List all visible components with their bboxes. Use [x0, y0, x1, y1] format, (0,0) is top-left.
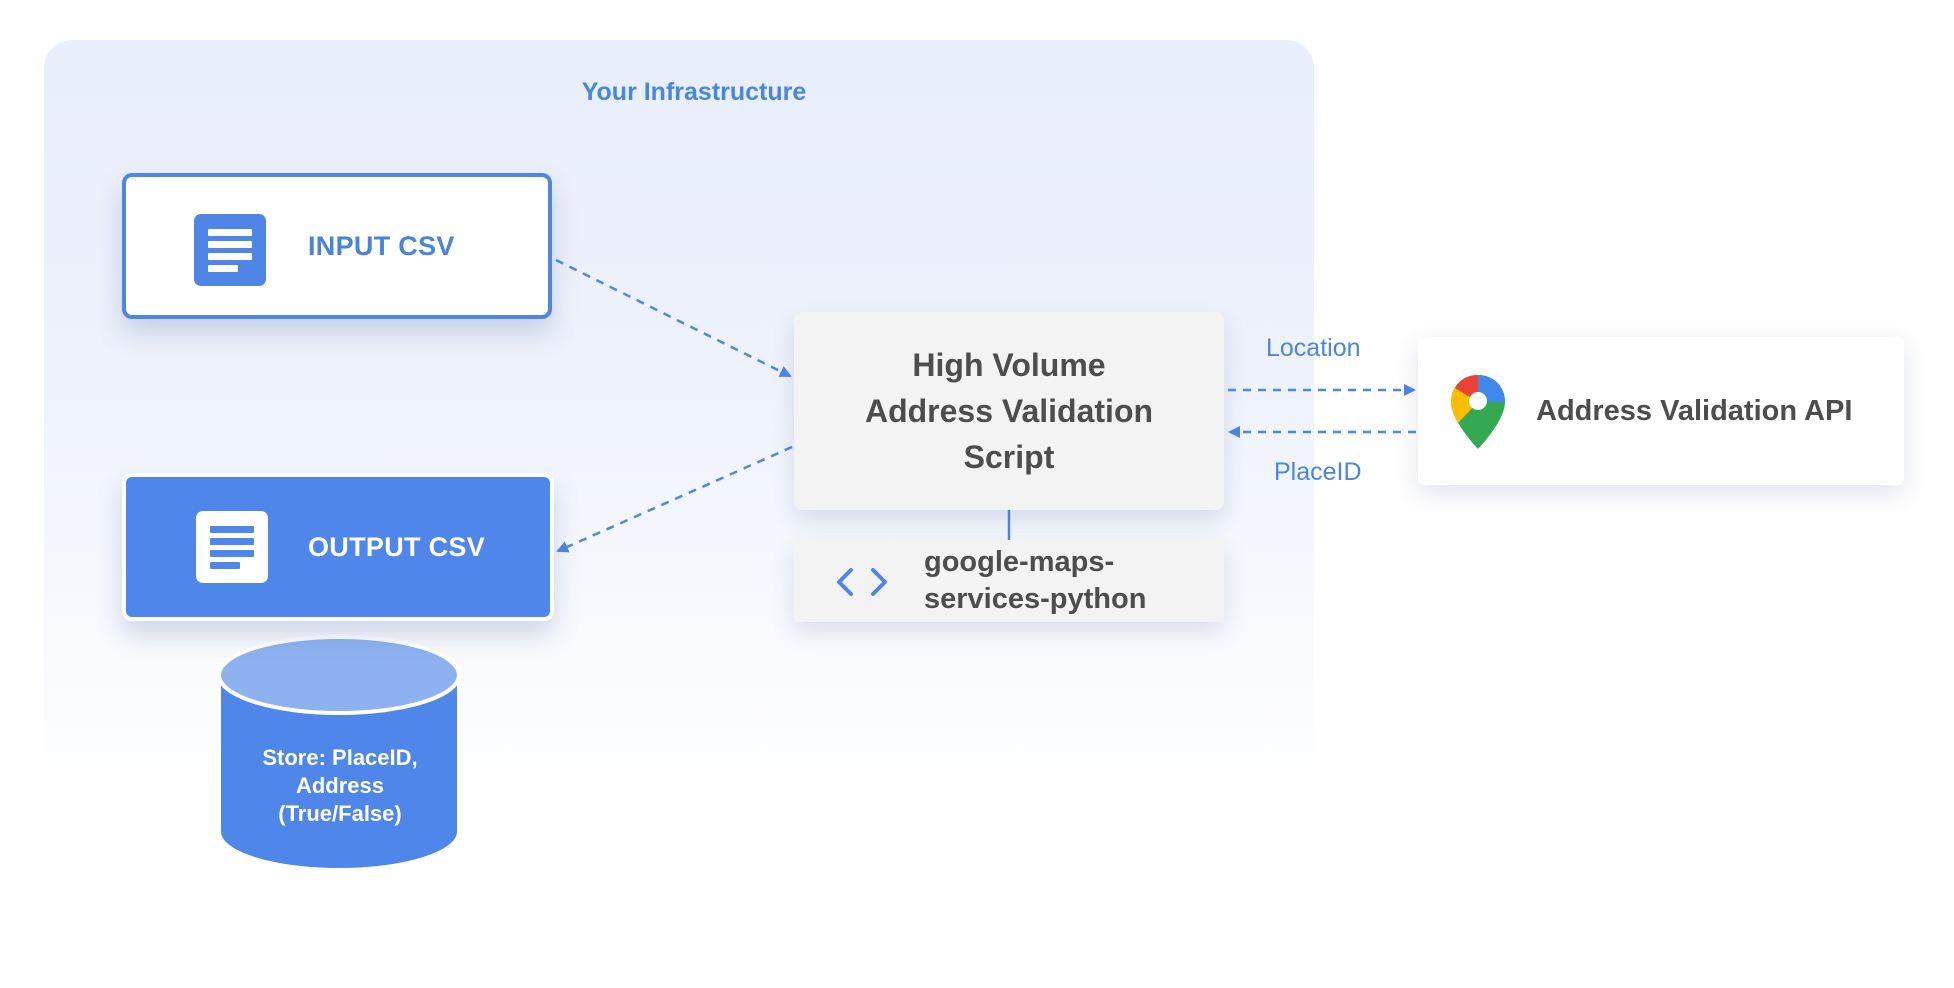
arrow-script-to-output [556, 445, 793, 553]
code-icon [837, 568, 887, 596]
arrow-input-to-script [555, 258, 792, 378]
input-csv-card: INPUT CSV [122, 173, 552, 319]
document-icon [194, 214, 266, 286]
database-label-line-3: (True/False) [278, 801, 402, 826]
script-title-line-1: High Volume [912, 347, 1106, 383]
library-name-line-1: google-maps- [924, 546, 1115, 578]
output-csv-label: OUTPUT CSV [308, 531, 486, 562]
database-label: Store: PlaceID, Address (True/False) [220, 744, 460, 828]
library-name-line-2: services-python [924, 583, 1147, 615]
edge-label-placeid: PlaceID [1274, 458, 1362, 486]
infrastructure-title: Your Infrastructure [581, 78, 807, 106]
output-csv-card: OUTPUT CSV [122, 473, 554, 621]
library-box: google-maps- services-python [794, 540, 1224, 622]
edge-label-location: Location [1266, 334, 1361, 362]
api-label: Address Validation API [1536, 394, 1853, 427]
database-label-line-2: Address [295, 773, 385, 798]
validation-script-box: High Volume Address Validation Script [794, 312, 1224, 510]
document-icon [196, 511, 268, 583]
google-maps-pin-icon [1451, 375, 1505, 449]
script-title-line-2: Address Validation [864, 393, 1154, 429]
script-title-line-3: Script [963, 439, 1055, 475]
input-csv-label: INPUT CSV [308, 230, 455, 261]
address-validation-api-box: Address Validation API [1418, 337, 1904, 485]
database-label-line-1: Store: PlaceID, [262, 745, 418, 770]
database-cylinder [217, 635, 461, 872]
